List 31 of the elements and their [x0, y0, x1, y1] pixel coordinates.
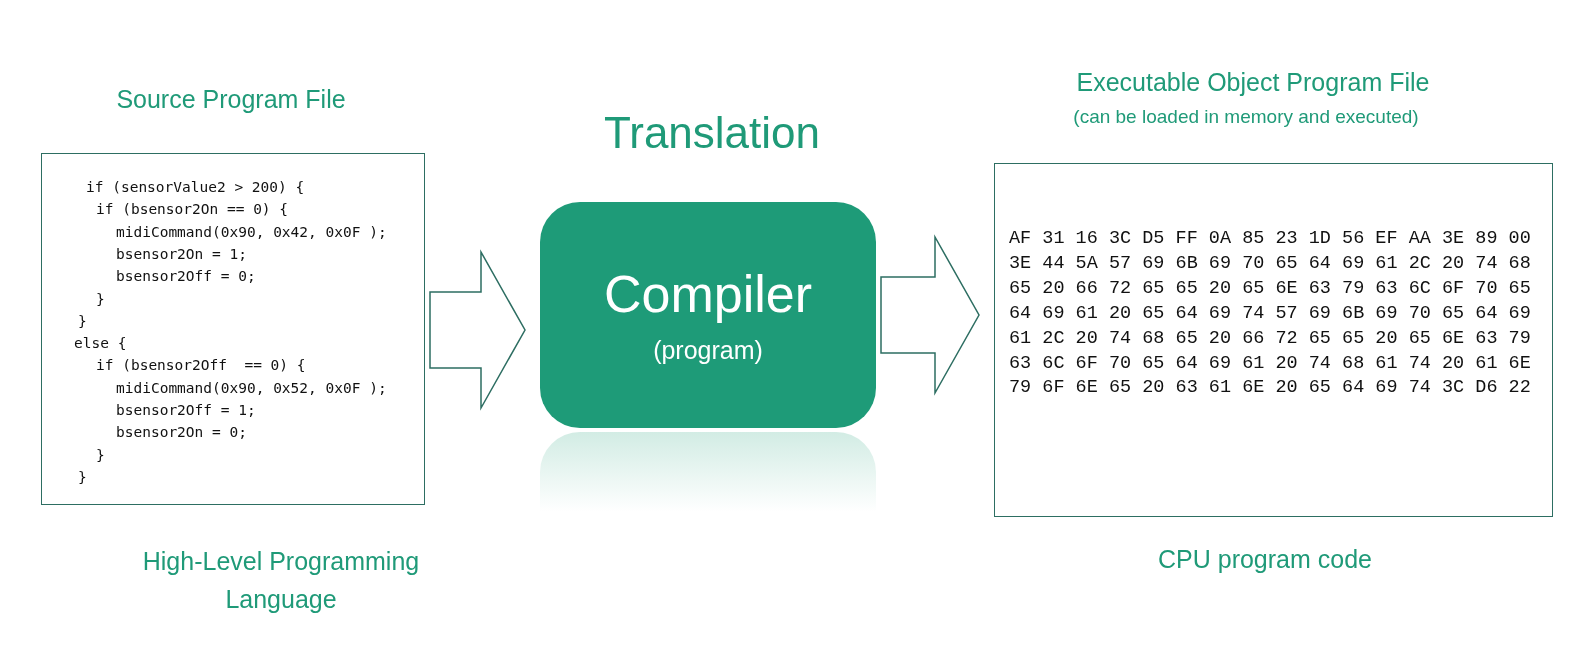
code-line: bsensor2Off = 0; [116, 267, 256, 286]
node-label: High-Level Programming Language [141, 546, 421, 615]
code-line: midiCommand(0x90, 0x42, 0x0F ); [116, 222, 387, 241]
arrow [880, 234, 980, 396]
arrow [429, 249, 526, 411]
code-line: if (sensorValue2 > 200) { [86, 178, 305, 196]
node-label: CPU program code [1157, 544, 1373, 575]
code-line: } [96, 289, 105, 308]
code-line: bsensor2On = 0; [116, 423, 247, 442]
title: Translation [604, 108, 820, 158]
code-line: } [78, 467, 87, 486]
code-line: midiCommand(0x90, 0x52, 0x0F ); [116, 378, 387, 397]
box-title: Compiler [603, 264, 813, 324]
panel-subheading: (can be loaded in memory and executed) [1073, 106, 1419, 128]
hex-row: 63 6C 6F 70 65 64 69 61 20 74 68 61 74 20 61 6E [1009, 352, 1531, 375]
hex-row: 61 2C 20 74 68 65 20 66 72 65 65 20 65 6E 63 79 [1009, 327, 1531, 350]
hex-row: AF 31 16 3C D5 FF 0A 85 23 1D 56 EF AA 3E 89 00 [1009, 228, 1531, 250]
hex-row: 65 20 66 72 65 65 20 65 6E 63 79 63 6C 6F 70 65 [1009, 277, 1531, 300]
panel-heading: Executable Object Program File [1076, 68, 1430, 97]
hex-row: 3E 44 5A 57 69 6B 69 70 65 64 69 61 2C 20 74 68 [1009, 252, 1531, 275]
box-subtitle: (program) [653, 336, 763, 365]
code-line: bsensor2Off = 1; [116, 401, 256, 419]
code-line: } [96, 445, 105, 464]
hex-row: 79 6F 6E 65 20 63 61 6E 20 65 64 69 74 3C D6 22 [1009, 377, 1531, 400]
code-line: else { [74, 334, 127, 353]
code-line: } [78, 311, 87, 330]
code-line: bsensor2On = 1; [116, 244, 247, 263]
panel-heading: Source Program File [116, 85, 346, 114]
code-line: if (bsensor2Off == 0) { [96, 356, 306, 375]
code-line: if (bsensor2On == 0) { [96, 200, 289, 219]
hex-row: 64 69 61 20 65 64 69 74 57 69 6B 69 70 65 64 69 [1009, 302, 1531, 325]
